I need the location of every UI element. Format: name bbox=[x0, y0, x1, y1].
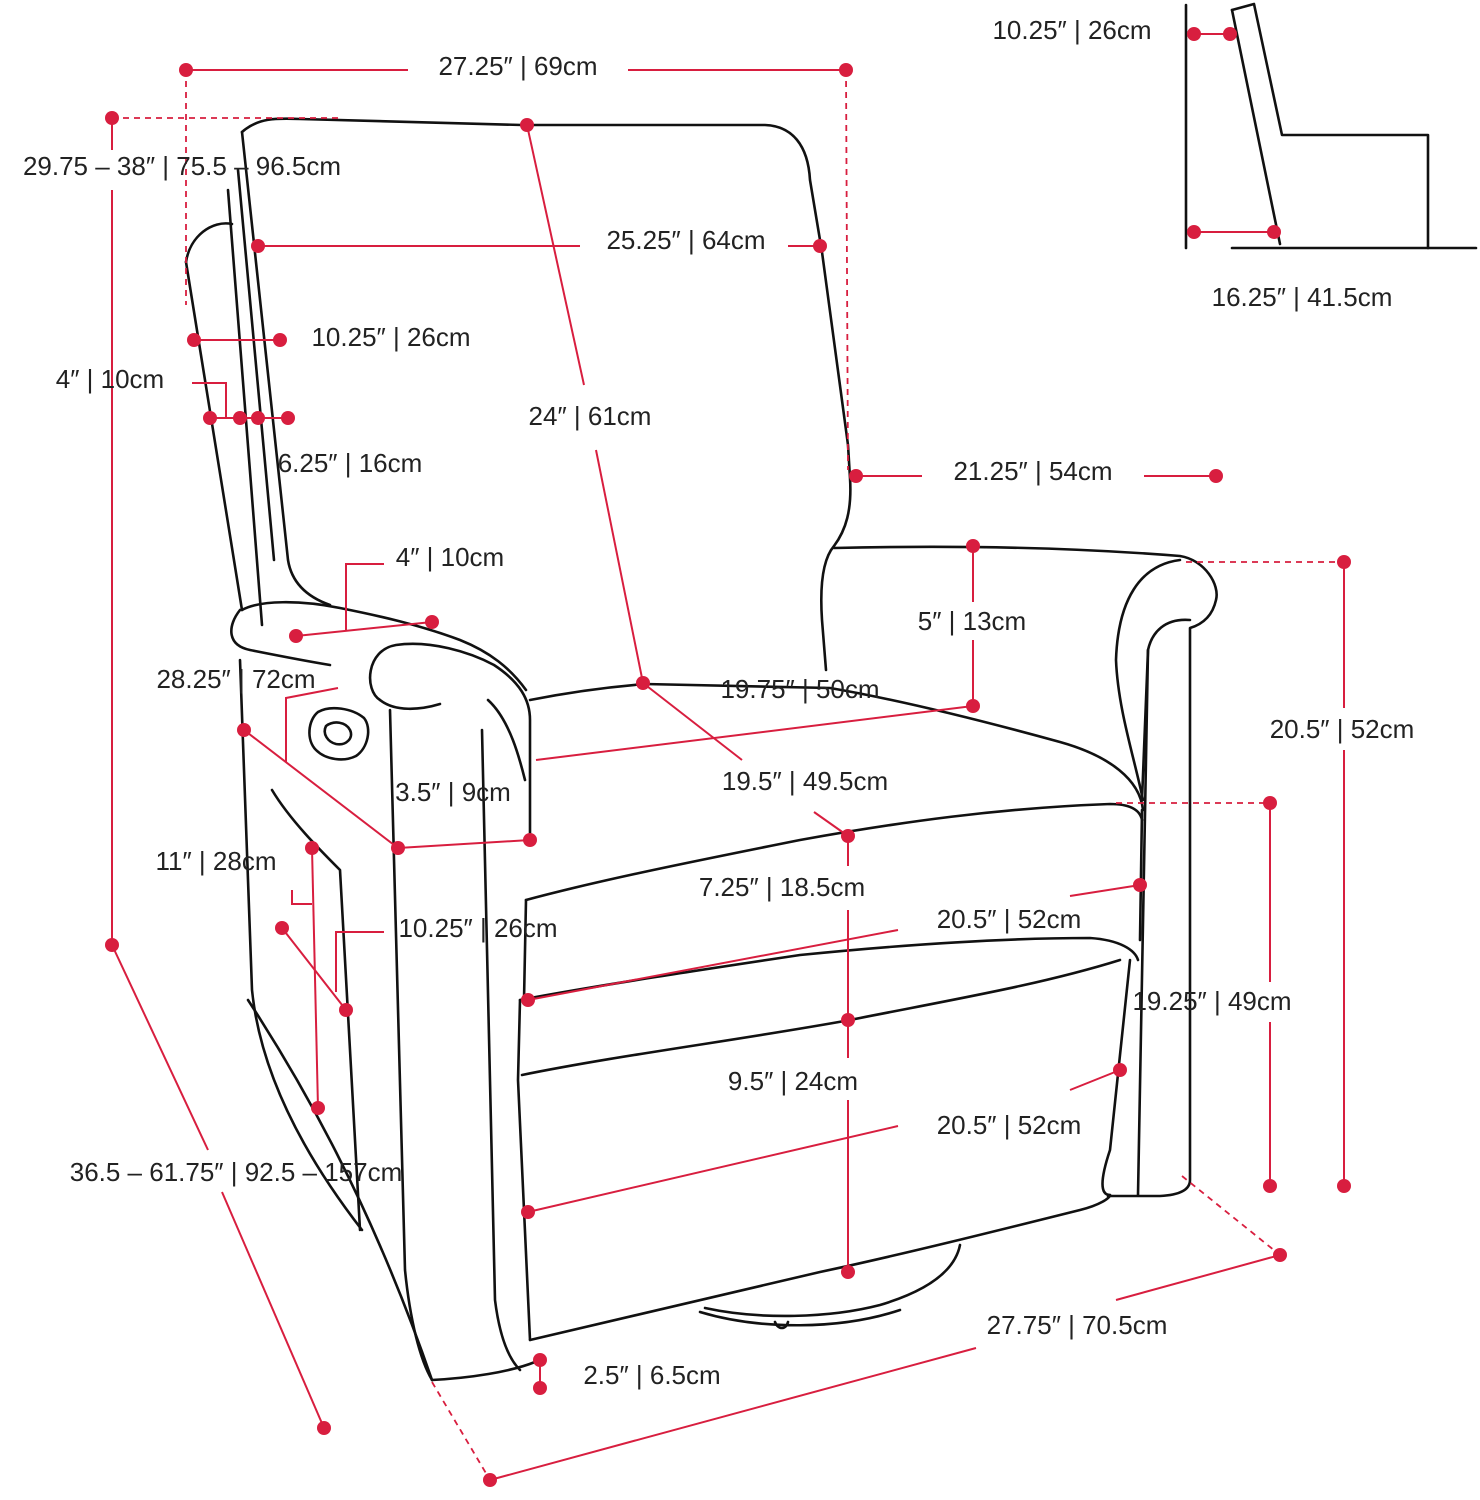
label-seat-height: 19.25″ | 49cm bbox=[1132, 986, 1291, 1016]
label-arm-thickness: 3.5″ | 9cm bbox=[395, 777, 511, 807]
label-footrest-depth: 10.25″ | 26cm bbox=[398, 913, 557, 943]
label-back-depth: 10.25″ | 26cm bbox=[311, 322, 470, 352]
dimension-endpoints bbox=[105, 27, 1351, 1487]
label-arm-top-width: 4″ | 10cm bbox=[396, 542, 504, 572]
label-overall-width: 27.25″ | 69cm bbox=[438, 51, 597, 81]
side-profile-outline bbox=[1184, 2, 1478, 250]
label-reclined-length: 36.5 – 61.75″ | 92.5 – 157cm bbox=[70, 1157, 403, 1187]
label-back-thickness-4: 4″ | 10cm bbox=[56, 364, 164, 394]
label-side-recline-gap: 10.25″ | 26cm bbox=[992, 15, 1151, 45]
label-back-height: 29.75 – 38″ | 75.5 – 96.5cm bbox=[23, 151, 341, 181]
label-front-height: 9.5″ | 24cm bbox=[728, 1066, 858, 1096]
label-footrest-width: 20.5″ | 52cm bbox=[937, 904, 1082, 934]
label-inner-back-width: 25.25″ | 64cm bbox=[606, 225, 765, 255]
label-reclined-arm-length: 28.25″ | 72cm bbox=[156, 664, 315, 694]
label-back-thickness-6: 6.25″ | 16cm bbox=[278, 448, 423, 478]
label-armrest-height: 5″ | 13cm bbox=[918, 606, 1026, 636]
chair-outline bbox=[184, 117, 1218, 1382]
dimension-lines bbox=[111, 33, 1345, 1481]
label-seat-cushion: 7.25″ | 18.5cm bbox=[699, 872, 865, 902]
label-base-width: 20.5″ | 52cm bbox=[937, 1110, 1082, 1140]
label-arm-height: 20.5″ | 52cm bbox=[1270, 714, 1415, 744]
label-footrest-drop: 11″ | 28cm bbox=[156, 846, 277, 876]
label-side-depth: 21.25″ | 54cm bbox=[953, 456, 1112, 486]
label-seat-width: 19.75″ | 50cm bbox=[720, 674, 879, 704]
label-base-clearance: 2.5″ | 6.5cm bbox=[583, 1360, 720, 1390]
label-side-seat-depth: 16.25″ | 41.5cm bbox=[1212, 282, 1393, 312]
label-seat-depth: 19.5″ | 49.5cm bbox=[722, 766, 888, 796]
label-back-diagonal: 24″ | 61cm bbox=[529, 401, 652, 431]
dimension-labels: 27.25″ | 69cm 29.75 – 38″ | 75.5 – 96.5c… bbox=[23, 15, 1414, 1390]
label-overall-depth: 27.75″ | 70.5cm bbox=[987, 1310, 1168, 1340]
